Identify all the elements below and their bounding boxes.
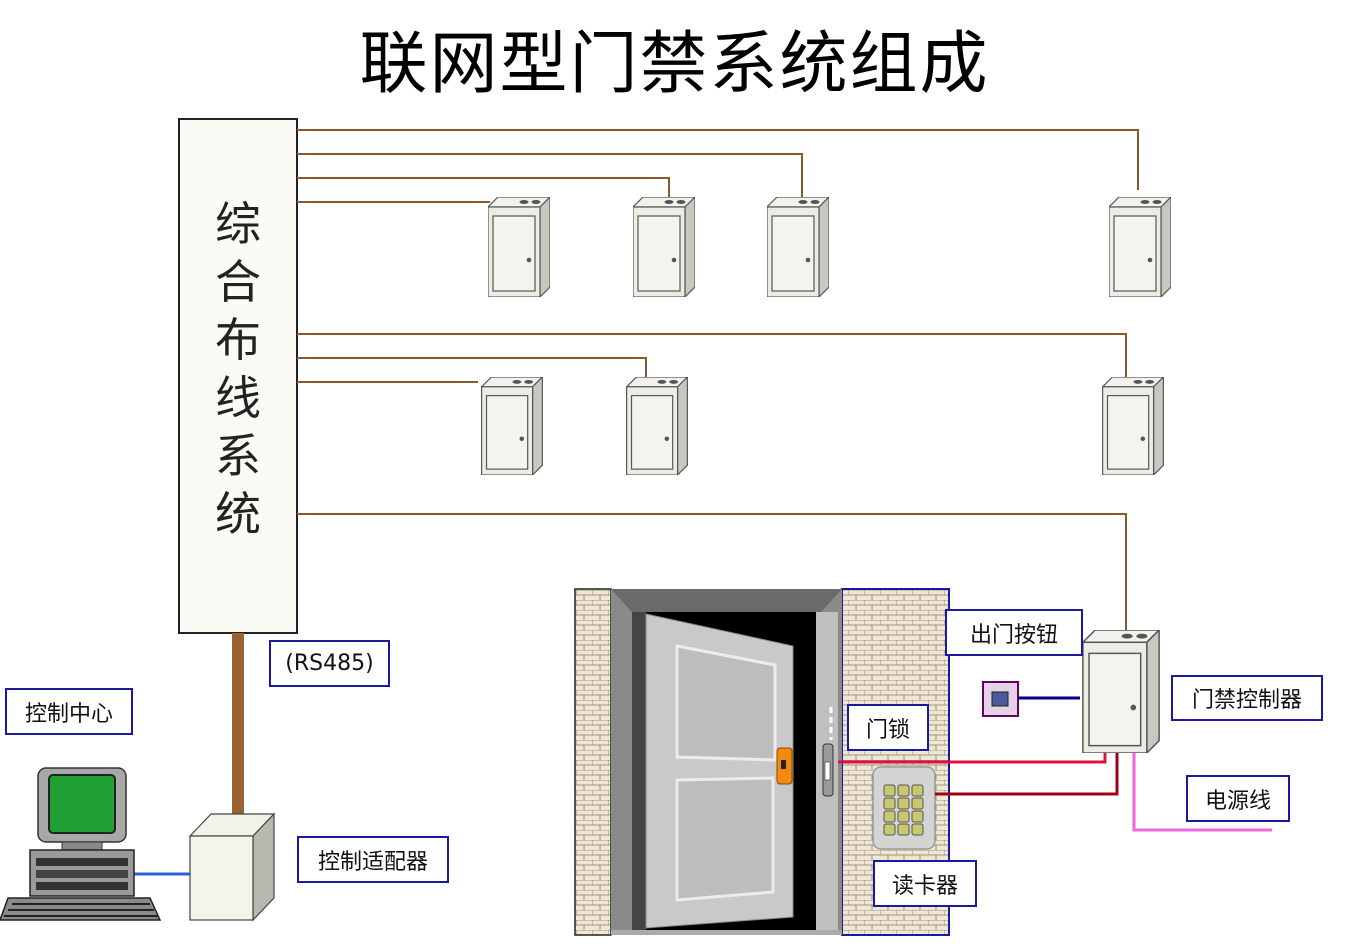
- reader-wire: [935, 753, 1119, 796]
- exit-button-label: 出门按钮: [945, 609, 1083, 656]
- wiring-system-char: 合: [215, 255, 261, 309]
- lock-wire: [838, 753, 1107, 764]
- rs485-cable: [232, 633, 244, 827]
- diagram-title: 联网型门禁系统组成: [359, 25, 990, 104]
- door-lock-device: [822, 707, 834, 797]
- controller-cabinet: [488, 197, 550, 297]
- controller-cabinet: [481, 377, 543, 475]
- control-adapter-label: 控制适配器: [297, 836, 449, 883]
- controller-cabinet: [633, 197, 695, 297]
- control-center-label: 控制中心: [5, 688, 133, 735]
- wiring-system-char: 线: [215, 371, 261, 425]
- wiring-system-char: 综: [215, 197, 261, 251]
- wiring-system-label: 综 合 布 线 系 统: [180, 195, 296, 543]
- power-line-label: 电源线: [1186, 775, 1290, 822]
- card-reader-label: 读卡器: [873, 860, 977, 907]
- door-illustration: [611, 589, 842, 935]
- controller-cabinet: [1109, 197, 1171, 297]
- door-lock-label: 门锁: [847, 704, 929, 751]
- controller-cabinet: [626, 377, 688, 475]
- door-controller-label: 门禁控制器: [1171, 675, 1323, 721]
- power-wire: [1132, 753, 1272, 832]
- control-adapter-device: [188, 812, 276, 922]
- controller-cabinet: [767, 197, 829, 297]
- door-controller-cabinet: [1082, 630, 1160, 753]
- card-reader-device: [872, 766, 936, 850]
- wiring-system-char: 统: [215, 487, 261, 541]
- wiring-system-char: 布: [215, 313, 261, 367]
- controller-cabinet: [1102, 377, 1164, 475]
- wiring-system-box: [178, 118, 298, 634]
- wiring-system-char: 系: [215, 429, 261, 483]
- exit-button-device: [982, 681, 1019, 717]
- rs485-label: (RS485): [269, 640, 390, 687]
- computer-icon: [0, 767, 162, 921]
- wall-left: [574, 588, 612, 936]
- bus-wires: [297, 129, 1139, 632]
